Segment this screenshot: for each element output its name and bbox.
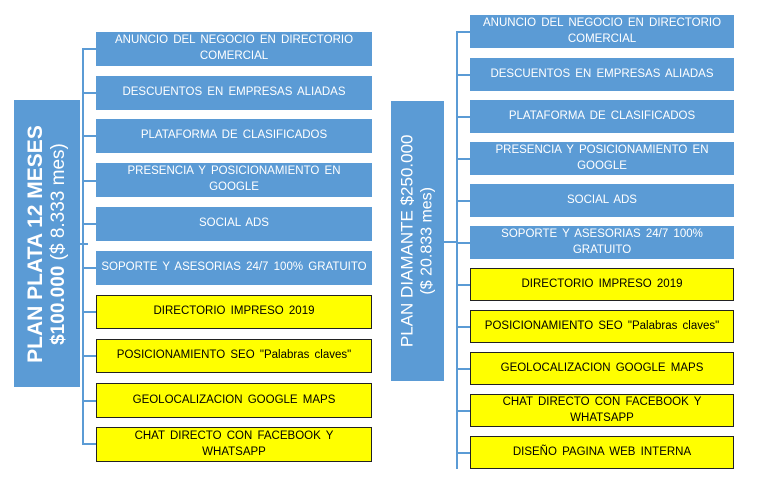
branch-connector <box>82 355 96 357</box>
branch-connector <box>456 452 470 454</box>
plan-diamante-title-block: PLAN DIAMANTE $250.000 ($ 20.833 mes) <box>398 135 438 348</box>
diamante-feature-item: SOCIAL ADS <box>470 184 734 217</box>
diamante-feature-item: SOPORTE Y ASESORIAS 24/7 100% GRATUITO <box>470 226 734 259</box>
plan-diamante-header: PLAN DIAMANTE $250.000 ($ 20.833 mes) <box>391 101 444 381</box>
plata-connector-spine <box>82 48 84 445</box>
branch-connector <box>82 223 96 225</box>
diamante-connector-stub <box>444 241 458 243</box>
plata-feature-item: ANUNCIO DEL NEGOCIO EN DIRECTORIO COMERC… <box>96 32 372 66</box>
plata-feature-item: PLATAFORMA DE CLASIFICADOS <box>96 119 372 153</box>
branch-connector <box>456 74 470 76</box>
plan-diamante-title: PLAN DIAMANTE $250.000 <box>397 134 417 348</box>
plan-plata-title: PLAN PLATA 12 MESES <box>24 124 48 363</box>
branch-connector <box>82 267 96 269</box>
diamante-feature-item: DESCUENTOS EN EMPRESAS ALIADAS <box>470 58 734 91</box>
branch-connector <box>82 135 96 137</box>
branch-connector <box>82 48 96 50</box>
branch-connector <box>456 410 470 412</box>
plata-feature-item: SOPORTE Y ASESORIAS 24/7 100% GRATUITO <box>96 251 372 285</box>
branch-connector <box>82 443 96 445</box>
branch-connector <box>456 326 470 328</box>
plan-plata-price-line: $100.000 ($ 8.333 mes) <box>48 125 71 363</box>
plata-feature-item: DIRECTORIO IMPRESO 2019 <box>96 295 372 329</box>
branch-connector <box>82 311 96 313</box>
branch-connector <box>456 284 470 286</box>
plan-plata-price: $100.000 <box>48 265 70 345</box>
plata-feature-item: PRESENCIA Y POSICIONAMIENTO EN GOOGLE <box>96 163 372 197</box>
plan-plata-title-block: PLAN PLATA 12 MESES $100.000 ($ 8.333 me… <box>23 125 71 363</box>
branch-connector <box>456 200 470 202</box>
plan-diamante-monthly: ($ 20.833 mes) <box>419 187 437 295</box>
branch-connector <box>456 31 470 33</box>
diamante-connector-spine <box>456 31 458 469</box>
plan-plata-header: PLAN PLATA 12 MESES $100.000 ($ 8.333 me… <box>14 100 80 387</box>
branch-connector <box>82 180 96 182</box>
diamante-feature-item: GEOLOCALIZACION GOOGLE MAPS <box>470 352 734 385</box>
diamante-feature-item: CHAT DIRECTO CON FACEBOOK Y WHATSAPP <box>470 394 734 427</box>
branch-connector <box>456 158 470 160</box>
branch-connector <box>82 400 96 402</box>
branch-connector <box>456 116 470 118</box>
plata-feature-item: DESCUENTOS EN EMPRESAS ALIADAS <box>96 76 372 110</box>
diamante-feature-item: POSICIONAMIENTO SEO "Palabras claves" <box>470 310 734 343</box>
branch-connector <box>456 368 470 370</box>
diamante-feature-item: PLATAFORMA DE CLASIFICADOS <box>470 100 734 133</box>
plata-feature-item: GEOLOCALIZACION GOOGLE MAPS <box>96 383 372 418</box>
plata-feature-item: SOCIAL ADS <box>96 207 372 241</box>
diamante-feature-item: DIRECTORIO IMPRESO 2019 <box>470 268 734 301</box>
plan-plata-monthly: ($ 8.333 mes) <box>48 142 70 260</box>
plata-connector-stub <box>80 243 88 245</box>
plata-feature-item: POSICIONAMIENTO SEO "Palabras claves" <box>96 339 372 373</box>
branch-connector <box>82 92 96 94</box>
diamante-feature-item: ANUNCIO DEL NEGOCIO EN DIRECTORIO COMERC… <box>470 15 734 48</box>
branch-connector <box>456 242 470 244</box>
plata-feature-item: CHAT DIRECTO CON FACEBOOK Y WHATSAPP <box>96 427 372 462</box>
diamante-feature-item: DISEÑO PAGINA WEB INTERNA <box>470 436 734 469</box>
diamante-feature-item: PRESENCIA Y POSICIONAMIENTO EN GOOGLE <box>470 142 734 175</box>
